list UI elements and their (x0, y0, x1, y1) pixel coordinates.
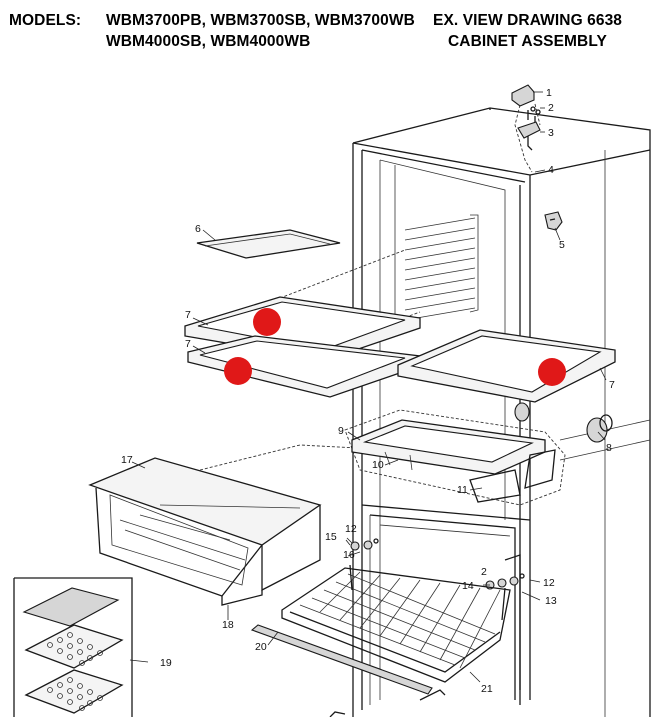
callout-7-middle: 7 (185, 338, 191, 350)
crisper-cover-assembly (344, 409, 566, 506)
red-marker (224, 357, 252, 385)
ice-tray-2 (24, 669, 124, 714)
callout-2-lower: 2 (481, 566, 487, 578)
callout-12-right: 12 (543, 577, 555, 589)
part-5-clip (544, 211, 563, 231)
red-marker (253, 308, 281, 336)
models-line-2: WBM4000SB, WBM4000WB (106, 33, 311, 50)
part-20-bar (250, 624, 433, 695)
cabinet-body (329, 107, 651, 717)
callout-16: 16 (343, 549, 355, 561)
top-hinge-assembly (511, 84, 546, 173)
callout-4: 4 (548, 164, 554, 176)
callout-19: 19 (160, 657, 172, 669)
red-marker (538, 358, 566, 386)
callout-14: 14 (462, 580, 474, 592)
shelf-rails (404, 214, 479, 321)
callout-21: 21 (481, 683, 493, 695)
crisper-drawer (88, 457, 322, 606)
callout-12-left: 12 (345, 523, 357, 535)
callout-1: 1 (546, 87, 552, 99)
callout-2: 2 (548, 102, 554, 114)
part-6-tray (196, 229, 341, 259)
callout-10: 10 (372, 459, 384, 471)
callout-9: 9 (338, 425, 344, 437)
callout-15: 15 (325, 531, 337, 543)
hinge-cover (511, 84, 535, 107)
glass-shelf-middle (187, 335, 421, 398)
ice-tray-1 (24, 624, 124, 669)
inset-ice-trays (13, 577, 149, 717)
callout-6: 6 (195, 223, 201, 235)
callout-7-upper: 7 (185, 309, 191, 321)
leader-lines (131, 227, 607, 683)
callout-8: 8 (606, 442, 612, 454)
callout-7-right: 7 (609, 379, 615, 391)
highlight-markers (224, 308, 566, 386)
callout-3: 3 (548, 127, 554, 139)
callout-17: 17 (121, 454, 133, 466)
callout-11: 11 (457, 484, 468, 496)
ice-tray-lid (22, 587, 120, 627)
callout-5: 5 (559, 239, 565, 251)
models-line-1: WBM3700PB, WBM3700SB, WBM3700WB (106, 12, 415, 29)
hinge-bracket (517, 121, 541, 139)
fittings-right (485, 573, 541, 601)
glass-shelf-right (397, 329, 616, 403)
models-label: MODELS: (9, 12, 82, 29)
drawing-subtitle: CABINET ASSEMBLY (448, 33, 607, 50)
part-8-cylinder (514, 402, 613, 443)
callout-18: 18 (222, 619, 234, 631)
callout-20: 20 (255, 641, 267, 653)
callout-13: 13 (545, 595, 557, 607)
callout-labels: 1 2 3 4 5 6 7 7 7 8 9 10 11 12 12 13 14 … (121, 87, 615, 695)
wire-basket (281, 564, 511, 683)
drawing-title: EX. VIEW DRAWING 6638 (433, 12, 623, 29)
fittings-left (346, 537, 379, 551)
